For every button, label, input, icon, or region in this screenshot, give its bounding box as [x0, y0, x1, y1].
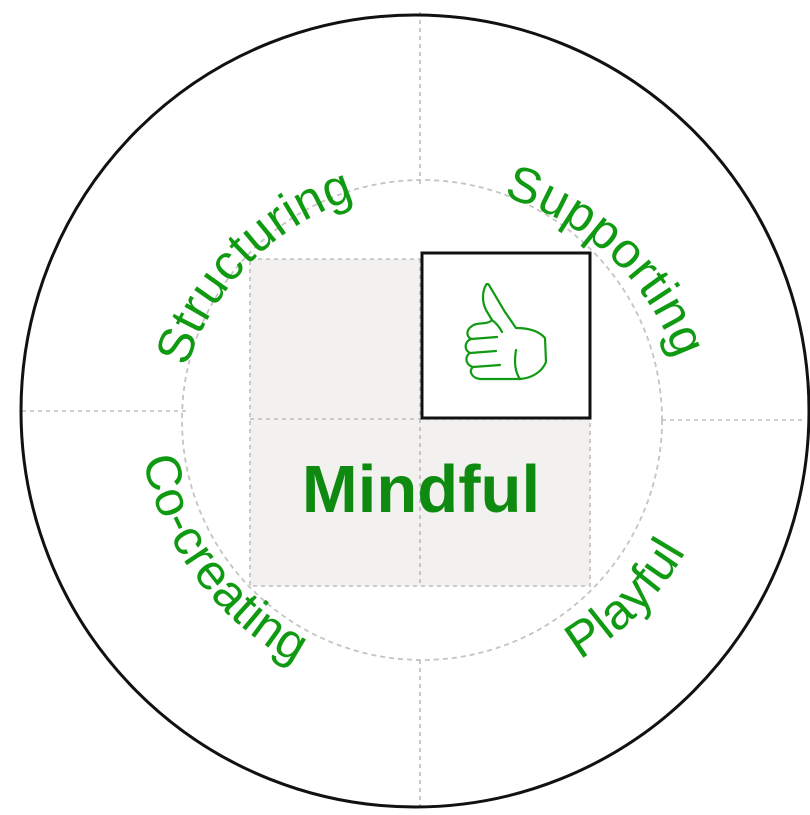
thumbs-up-icon: [464, 282, 548, 381]
quadrant-top-left: [250, 259, 420, 419]
quadrant-bottom-left: [250, 419, 420, 586]
inner-ring: [181, 179, 663, 661]
quadrant-bottom-right: [420, 419, 590, 586]
highlight-quadrant: [420, 251, 592, 420]
outer-ring: [19, 13, 810, 809]
center-label: Mindful: [302, 452, 540, 527]
